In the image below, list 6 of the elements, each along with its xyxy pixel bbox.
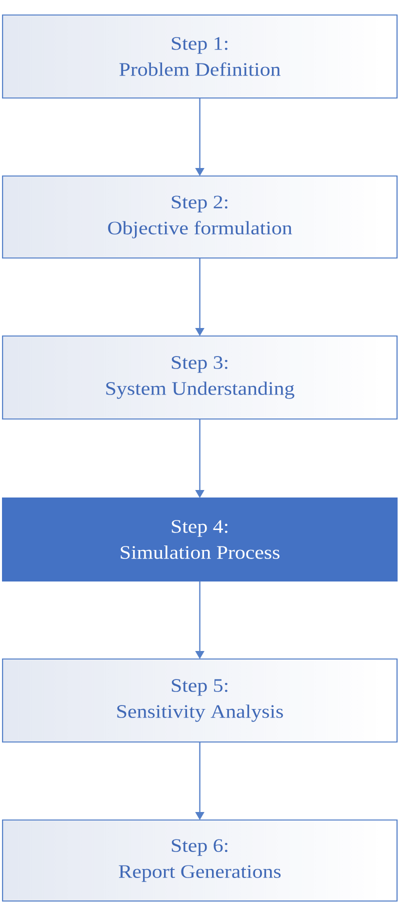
process-box: Step 5: Sensitivity Analysis bbox=[2, 658, 398, 743]
process-box: Step 2: Objective formulation bbox=[2, 175, 398, 259]
process-box: Step 1: Problem Definition bbox=[2, 14, 398, 99]
process-box: Step 6: Report Generations bbox=[2, 819, 398, 902]
process-box: Step 4: Simulation Process bbox=[2, 497, 398, 582]
process-box: Step 3: System Understanding bbox=[2, 335, 398, 420]
